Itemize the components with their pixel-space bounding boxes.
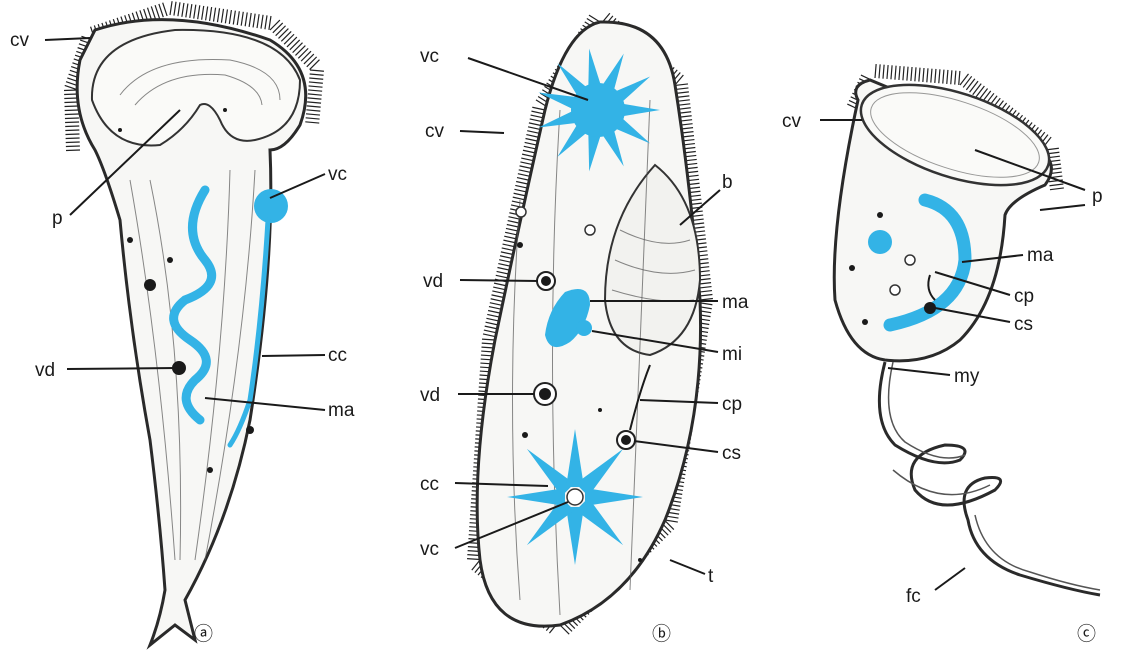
panel-a: cv p vc vd cc ma ⓐ	[10, 1, 355, 645]
label-b-b: b	[722, 172, 733, 193]
label-b-t: t	[708, 566, 714, 587]
label-c-cs: cs	[1014, 314, 1033, 335]
label-a-vd: vd	[35, 360, 55, 381]
label-a-cv: cv	[10, 30, 30, 51]
label-b-vd-upper: vd	[423, 271, 443, 292]
label-a-p: p	[52, 208, 63, 229]
label-a-vc: vc	[328, 164, 347, 185]
label-b-vd-lower: vd	[420, 385, 440, 406]
panel-c-marker: ⓒ	[1077, 623, 1096, 645]
label-c-fc: fc	[906, 586, 921, 607]
panel-c-contractile-vacuole	[868, 230, 892, 254]
panel-b-marker: ⓑ	[652, 623, 671, 645]
panel-c: cv p ma cp cs my fc ⓒ	[782, 64, 1103, 645]
label-c-ma: ma	[1027, 245, 1054, 266]
label-c-p: p	[1092, 186, 1103, 207]
panel-a-marker: ⓐ	[194, 623, 213, 645]
panel-c-stalk	[879, 362, 1100, 595]
label-a-cc: cc	[328, 345, 347, 366]
panel-b-micronucleus	[576, 320, 592, 336]
label-b-cv: cv	[425, 121, 445, 142]
label-b-ma: ma	[722, 292, 749, 313]
panel-b: vc cv b vd ma mi vd cp cs cc vc t ⓑ	[420, 13, 749, 645]
label-b-vc-top: vc	[420, 46, 439, 67]
label-c-my: my	[954, 366, 980, 387]
label-c-cv: cv	[782, 111, 802, 132]
label-b-mi: mi	[722, 344, 742, 365]
label-b-cs: cs	[722, 443, 741, 464]
label-b-cc: cc	[420, 474, 439, 495]
label-b-vc-bottom: vc	[420, 539, 439, 560]
label-a-ma: ma	[328, 400, 355, 421]
panel-a-contractile-vacuole	[254, 189, 288, 223]
label-b-cp: cp	[722, 394, 742, 415]
label-c-cp: cp	[1014, 286, 1034, 307]
